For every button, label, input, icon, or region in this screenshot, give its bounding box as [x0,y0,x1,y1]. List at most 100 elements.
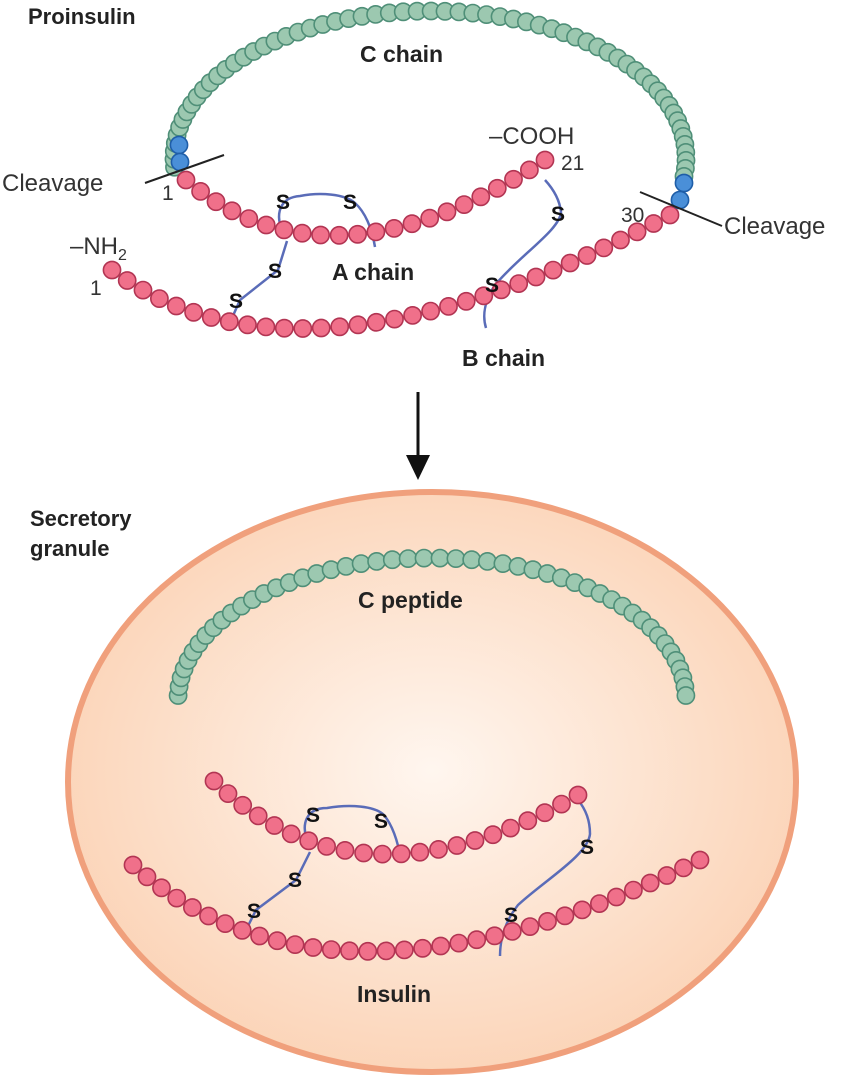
residue-bead [491,280,511,300]
residue-bead [336,557,356,576]
sulfur-label: S [551,203,565,226]
residue-bead [201,308,221,327]
sulfur-label: S [306,804,320,827]
residue-bead [467,930,487,950]
residue-bead [366,222,386,242]
residue-bead [535,150,555,170]
residue-bead [429,840,448,859]
residue-bead [329,225,349,245]
residue-bead [477,552,497,571]
residue-bead [572,900,592,920]
residue-bead [520,917,540,937]
sulfur-label: S [580,836,594,859]
cleavage-left-line [144,154,225,184]
insulin-b-chain [123,850,710,961]
residue-bead [485,926,505,946]
residue-bead [199,906,218,926]
residue-bead [474,286,494,306]
residue-bead [462,550,482,570]
c-chain-label: C chain [360,41,443,67]
sulfur-label: S [485,274,499,297]
residue-bead [250,926,270,946]
residue-bead [238,315,257,335]
residue-bead [447,836,467,855]
residue-bead [335,841,355,860]
residue-bead [267,931,287,951]
residue-bead [391,844,411,864]
residue-bead [410,842,430,862]
residue-bead [311,318,331,338]
residue-bead [403,305,423,325]
residue-bead [239,209,259,229]
residue-bead [577,246,597,265]
residue-bead [256,215,276,235]
residue-bead [372,844,392,864]
residue-bead [264,816,284,835]
residue-bead [137,867,157,887]
residue-bead [437,202,457,222]
residue-bead [366,312,386,332]
sulfur-label: S [288,869,302,892]
sulfur-label: S [268,260,282,283]
residue-bead [502,922,522,941]
residue-bead [219,312,239,332]
residue-bead [182,898,202,917]
residue-bead [611,230,630,250]
residue-bead [660,205,680,225]
residue-bead [321,940,341,960]
residue-bead [543,260,563,280]
residue-bead [487,178,507,198]
residue-bead [493,554,513,574]
sulfur-label: S [247,900,261,923]
residue-bead [394,940,414,960]
residue-bead [483,825,503,845]
residue-bead [367,552,387,571]
nh2-text: –NH [70,233,118,260]
residue-bead [674,858,693,878]
residue-bead [215,914,235,934]
residue-bead [292,223,312,243]
residue-bead [420,208,440,228]
residue-bead [449,933,469,953]
residue-bead [555,906,575,926]
residue-bead [657,866,677,885]
sulfur-label: S [229,290,243,313]
residue-bead [504,169,523,189]
residue-bead [232,920,252,940]
proinsulin-c-chain [164,1,696,186]
proinsulin-sulfur-labels: S S S S S S [229,191,565,313]
residue-bead [133,280,153,300]
residue-bead [431,936,451,956]
residue-bead [152,878,171,898]
proinsulin-cleavage-beads [169,135,694,210]
a-chain-start-number: 1 [162,182,174,205]
residue-bead [256,317,276,337]
residue-bead [552,794,571,814]
residue-bead [560,253,580,273]
residue-bead [348,315,368,335]
residue-bead [520,160,539,180]
residue-bead [509,274,529,294]
residue-bead [248,806,268,826]
residue-bead [471,187,491,207]
residue-bead [590,894,609,914]
residue-bead [382,550,402,570]
residue-bead [340,941,359,961]
residue-bead [465,831,485,850]
residue-bead [402,214,422,234]
insulin-a-chain [204,771,588,864]
residue-bead [607,887,626,907]
residue-bead [568,785,588,805]
residue-bead [233,795,253,815]
a-chain-end-number: 21 [561,152,584,175]
residue-bead [184,302,204,322]
residue-bead [538,912,557,931]
cleavage-right-label: Cleavage [724,213,825,240]
b-chain-start-number: 1 [90,277,102,300]
residue-bead [430,548,450,568]
residue-bead [167,888,187,908]
insulin-sulfur-labels: S S S S S S [247,804,594,927]
residue-bead [281,824,301,844]
residue-bead [218,784,238,804]
